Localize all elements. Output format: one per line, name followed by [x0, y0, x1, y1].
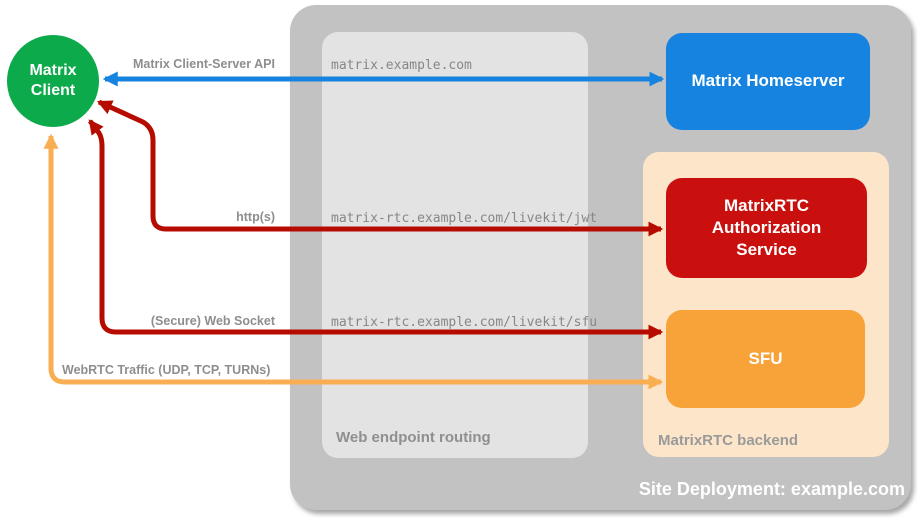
matrixrtc-backend-caption: MatrixRTC backend	[658, 432, 799, 449]
webrtc-traffic-arrow-label: WebRTC Traffic (UDP, TCP, TURNs)	[62, 363, 271, 377]
matrix-homeserver-label: Matrix Homeserver	[691, 71, 845, 91]
matrixrtc-authorization-service-node: MatrixRTC Authorization Service	[666, 178, 867, 278]
sfu-node: SFU	[666, 310, 865, 408]
web-endpoint-routing-container	[322, 32, 588, 458]
site-deployment-caption: Site Deployment: example.com	[638, 479, 905, 499]
matrix-homeserver-node: Matrix Homeserver	[666, 33, 870, 130]
websocket-arrow-label: (Secure) Web Socket	[150, 314, 275, 328]
client-server-api-arrow-label: Matrix Client-Server API	[133, 57, 275, 71]
route-matrix-example-com: matrix.example.com	[331, 58, 472, 73]
sfu-label: SFU	[748, 348, 783, 368]
matrix-client-node: Matrix Client	[7, 35, 99, 127]
web-endpoint-routing-caption: Web endpoint routing	[336, 429, 491, 446]
https-arrow-label: http(s)	[236, 210, 275, 224]
route-livekit-jwt: matrix-rtc.example.com/livekit/jwt	[331, 211, 598, 226]
route-livekit-sfu: matrix-rtc.example.com/livekit/sfu	[331, 315, 598, 330]
matrix-client-label: Matrix Client	[29, 62, 77, 99]
matrixrtc-authorization-service-label: MatrixRTC Authorization Service	[711, 195, 822, 260]
